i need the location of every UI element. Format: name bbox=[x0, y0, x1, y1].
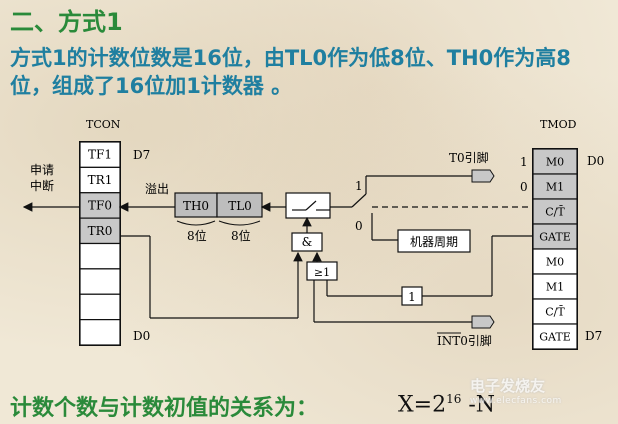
watermark-text: 电子发烧友 bbox=[470, 377, 546, 395]
tmod-bit-label: M1 bbox=[546, 281, 564, 294]
tmod-cell bbox=[532, 298, 578, 325]
tl0-bits: 8位 bbox=[231, 228, 251, 243]
tmod-cell bbox=[532, 148, 578, 175]
th0-brace bbox=[176, 220, 216, 226]
formula-expression: X=216 -N bbox=[398, 392, 495, 417]
watermark-url: www.elecfans.com bbox=[470, 396, 562, 406]
formula-label: 计数个数与计数初值的关系为： bbox=[10, 396, 319, 421]
machine-cycle-label: 机器周期 bbox=[410, 235, 458, 249]
interrupt-request-label-1: 申请 bbox=[30, 163, 54, 177]
th0-bits: 8位 bbox=[187, 228, 207, 243]
interrupt-request-label-2: 中断 bbox=[30, 178, 54, 193]
tmod-bit-label: C/T̄ bbox=[545, 305, 565, 318]
or-gate-label: ≥1 bbox=[314, 266, 330, 279]
slide-description: 方式1的计数位数是16位，由TL0作为低8位、TH0作为高8位，组成了16位加1… bbox=[10, 46, 571, 98]
int0-pin-label: INT0引脚 bbox=[437, 333, 492, 348]
tcon-d0: D0 bbox=[133, 329, 150, 343]
tcon-bit-label: TR0 bbox=[88, 224, 113, 238]
watermark-logo: 电子发烧友 www.elecfans.com bbox=[470, 375, 562, 406]
ct-0-label: 0 bbox=[520, 180, 528, 194]
tcon-cell bbox=[79, 192, 121, 219]
selector-0-label: 0 bbox=[355, 219, 363, 233]
overflow-label: 溢出 bbox=[145, 182, 169, 196]
tmod-cell bbox=[532, 323, 578, 350]
formula-base: X=2 bbox=[398, 392, 447, 418]
tmod-bit-label: M0 bbox=[546, 156, 564, 169]
tcon-d7: D7 bbox=[133, 148, 150, 162]
tmod-cell bbox=[532, 223, 578, 250]
and-gate: & bbox=[291, 232, 323, 252]
tcon-cell bbox=[79, 319, 121, 346]
selector-1-label: 1 bbox=[355, 179, 363, 193]
tcon-cell bbox=[79, 242, 121, 270]
tcon-label: TCON bbox=[86, 118, 121, 131]
th0-label: TH0 bbox=[183, 199, 209, 213]
tmod-cell bbox=[532, 198, 578, 225]
machine-cycle-box: 机器周期 bbox=[397, 229, 471, 253]
int0-pin-connector bbox=[471, 315, 495, 329]
control-switch bbox=[285, 192, 331, 219]
tl0-label: TL0 bbox=[228, 199, 252, 213]
tmod-bit-label: M1 bbox=[546, 181, 564, 194]
formula-exponent: 16 bbox=[446, 392, 462, 406]
tmod-bit-label: M0 bbox=[546, 256, 564, 269]
tmod-cell bbox=[532, 273, 578, 300]
tmod-bit-label: GATE bbox=[539, 231, 571, 244]
t0-pin-connector bbox=[471, 169, 495, 183]
tcon-bit-label: TF0 bbox=[88, 198, 112, 212]
not-gate: 1 bbox=[401, 286, 423, 306]
and-gate-label: & bbox=[302, 235, 313, 249]
t0-pin-label: T0引脚 bbox=[449, 150, 489, 165]
tcon-bit-label: TR1 bbox=[88, 173, 113, 187]
tmod-d0: D0 bbox=[587, 154, 604, 168]
tcon-cell bbox=[79, 268, 121, 295]
slide-title: 二、方式1 bbox=[10, 8, 123, 36]
tcon-bit-label: TF1 bbox=[88, 148, 112, 162]
formula-tail: -N bbox=[461, 392, 496, 418]
tl0-brace bbox=[218, 220, 261, 226]
tmod-label: TMOD bbox=[540, 118, 577, 131]
tcon-cell bbox=[79, 141, 121, 168]
or-gate: ≥1 bbox=[306, 261, 338, 281]
tmod-bit-label: C/T̄ bbox=[545, 205, 565, 218]
not-gate-label: 1 bbox=[408, 290, 416, 304]
tcon-cell bbox=[79, 293, 121, 321]
ct-1-label: 1 bbox=[520, 155, 528, 169]
tmod-d7: D7 bbox=[585, 329, 602, 343]
selector-blade bbox=[351, 193, 367, 208]
tl0-register: TL0 bbox=[216, 192, 263, 218]
tmod-bit-label: GATE bbox=[539, 331, 571, 344]
th0-register: TH0 bbox=[174, 192, 218, 218]
